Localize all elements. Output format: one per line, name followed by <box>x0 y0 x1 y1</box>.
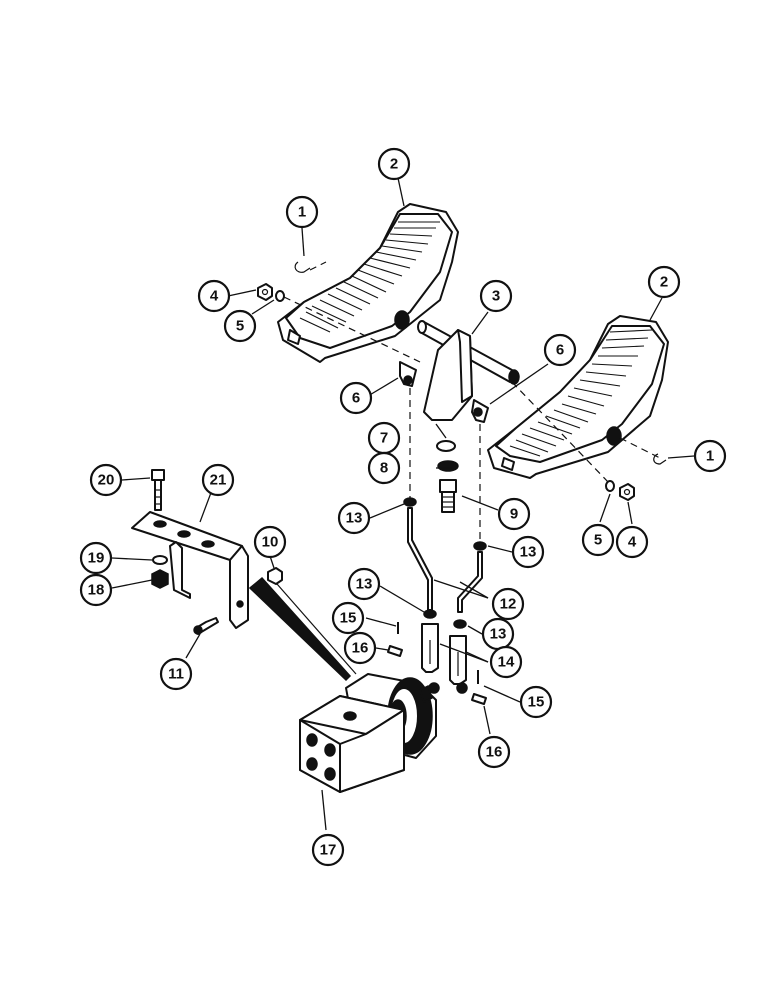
callout-1b: 1 <box>693 439 727 473</box>
right-pedal-tread <box>509 329 653 457</box>
left-brake-pedal <box>277 203 459 363</box>
callout-21: 21 <box>201 463 235 497</box>
right-ball-joint <box>471 399 489 542</box>
svg-text:13: 13 <box>490 626 507 643</box>
svg-text:13: 13 <box>346 510 363 527</box>
svg-text:17: 17 <box>320 842 337 859</box>
bolt-20 <box>151 469 165 511</box>
svg-text:5: 5 <box>594 532 602 549</box>
svg-text:13: 13 <box>520 544 537 561</box>
washer-8 <box>437 460 459 472</box>
callout-13a: 13 <box>337 501 371 535</box>
svg-text:2: 2 <box>660 274 668 291</box>
callout-6b: 6 <box>543 333 577 367</box>
callout-12: 12 <box>491 587 525 621</box>
svg-text:5: 5 <box>236 318 244 335</box>
callout-19: 19 <box>79 541 113 575</box>
svg-text:15: 15 <box>528 694 545 711</box>
clevis-left <box>421 623 440 694</box>
callout-8: 8 <box>367 451 401 485</box>
callout-14: 14 <box>489 645 523 679</box>
right-rod <box>453 541 487 629</box>
callout-15b: 15 <box>519 685 553 719</box>
callout-5a: 5 <box>223 309 257 343</box>
callout-16a: 16 <box>343 631 377 665</box>
svg-text:10: 10 <box>262 534 279 551</box>
svg-text:20: 20 <box>98 472 115 489</box>
callout-4b: 4 <box>615 525 649 559</box>
right-clip-line <box>619 437 661 459</box>
svg-text:4: 4 <box>210 288 219 305</box>
svg-text:21: 21 <box>210 472 227 489</box>
svg-text:3: 3 <box>492 288 500 305</box>
svg-text:8: 8 <box>380 460 388 477</box>
left-nut-washer <box>257 283 285 302</box>
svg-text:6: 6 <box>556 342 564 359</box>
svg-text:13: 13 <box>356 576 373 593</box>
pedal-shaft-support <box>417 320 520 421</box>
svg-text:18: 18 <box>88 582 105 599</box>
right-nut-washer <box>605 480 635 501</box>
left-clip <box>294 261 311 273</box>
callout-2b: 2 <box>647 265 681 299</box>
svg-text:2: 2 <box>390 156 398 173</box>
right-brake-pedal <box>487 315 669 479</box>
callout-15a: 15 <box>331 601 365 635</box>
svg-text:4: 4 <box>628 534 637 551</box>
callout-9: 9 <box>497 497 531 531</box>
callout-1a: 1 <box>285 195 319 229</box>
callout-6a: 6 <box>339 381 373 415</box>
svg-text:12: 12 <box>500 596 517 613</box>
svg-text:14: 14 <box>498 654 515 671</box>
left-axis-line <box>283 296 421 363</box>
svg-text:6: 6 <box>352 390 360 407</box>
callout-13b: 13 <box>511 535 545 569</box>
callout-13d: 13 <box>481 617 515 651</box>
svg-text:19: 19 <box>88 550 105 567</box>
callout-18: 18 <box>79 573 113 607</box>
callout-16b: 16 <box>477 735 511 769</box>
callout-13c: 13 <box>347 567 381 601</box>
pin-16-right <box>471 693 487 705</box>
callout-3: 3 <box>479 279 513 313</box>
callout-4a: 4 <box>197 279 231 313</box>
bolt-11 <box>193 617 219 635</box>
left-pedal-tread <box>299 221 440 333</box>
left-axis-line-upper <box>309 261 327 271</box>
svg-text:1: 1 <box>298 204 306 221</box>
brake-valve <box>299 673 437 793</box>
svg-text:7: 7 <box>380 430 388 447</box>
nut-18 <box>151 569 169 589</box>
svg-text:11: 11 <box>168 666 184 683</box>
right-clip <box>653 453 667 465</box>
svg-text:15: 15 <box>340 610 357 627</box>
bracket <box>131 511 249 629</box>
mount-line <box>269 575 357 675</box>
callout-17: 17 <box>311 833 345 867</box>
clevis-right <box>449 635 468 694</box>
washer-7 <box>436 440 456 452</box>
callout-10: 10 <box>253 525 287 559</box>
left-rod <box>403 497 437 619</box>
callout-5b: 5 <box>581 523 615 557</box>
left-ball-joint <box>399 361 417 498</box>
bolt-9 <box>439 479 457 513</box>
callout-2a: 2 <box>377 147 411 181</box>
washer-19 <box>152 555 168 565</box>
svg-text:16: 16 <box>352 640 369 657</box>
svg-text:9: 9 <box>510 506 518 523</box>
svg-text:1: 1 <box>706 448 714 465</box>
svg-text:16: 16 <box>486 744 503 761</box>
pin-16-left <box>387 645 403 657</box>
mount-pointer <box>248 576 352 682</box>
nut-10 <box>267 567 283 585</box>
callout-20: 20 <box>89 463 123 497</box>
callout-7: 7 <box>367 421 401 455</box>
callout-11: 11 <box>159 657 193 691</box>
